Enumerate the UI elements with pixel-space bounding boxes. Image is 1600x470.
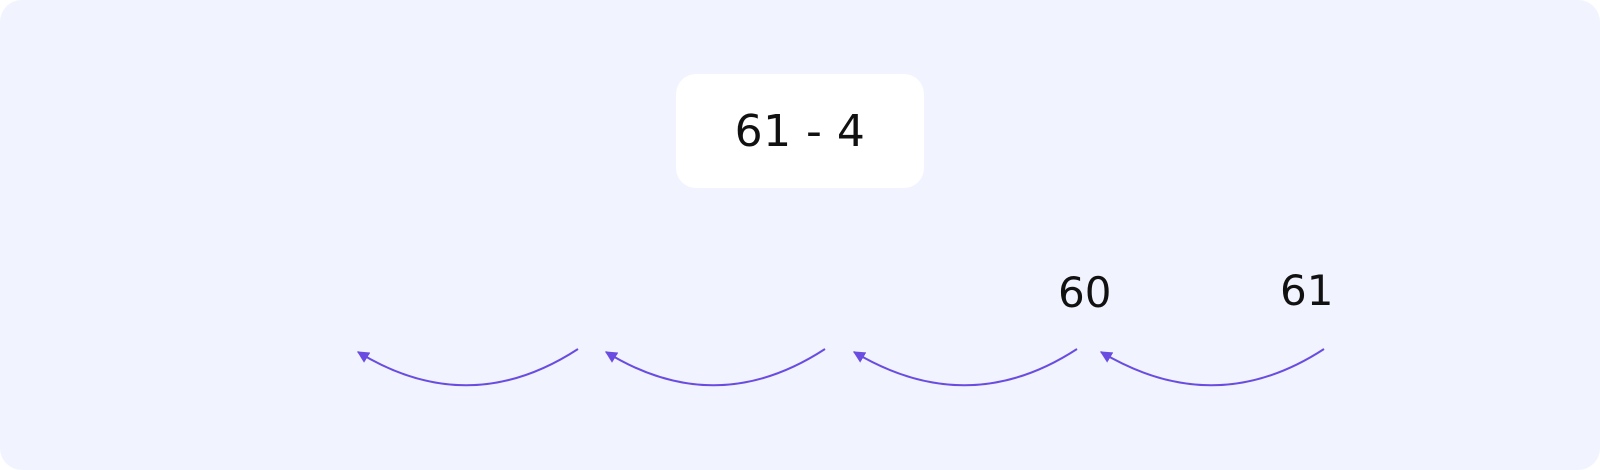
jump-arrow-4 (356, 348, 579, 387)
jump-arrow-2 (852, 348, 1078, 387)
number-label-60: 60 (1058, 268, 1112, 317)
expression-card: 61 - 4 (676, 74, 924, 188)
expression-text: 61 - 4 (734, 105, 866, 157)
jump-arrow-1 (1099, 348, 1325, 387)
jump-arrow-3 (604, 348, 826, 387)
number-label-61: 61 (1280, 266, 1334, 315)
